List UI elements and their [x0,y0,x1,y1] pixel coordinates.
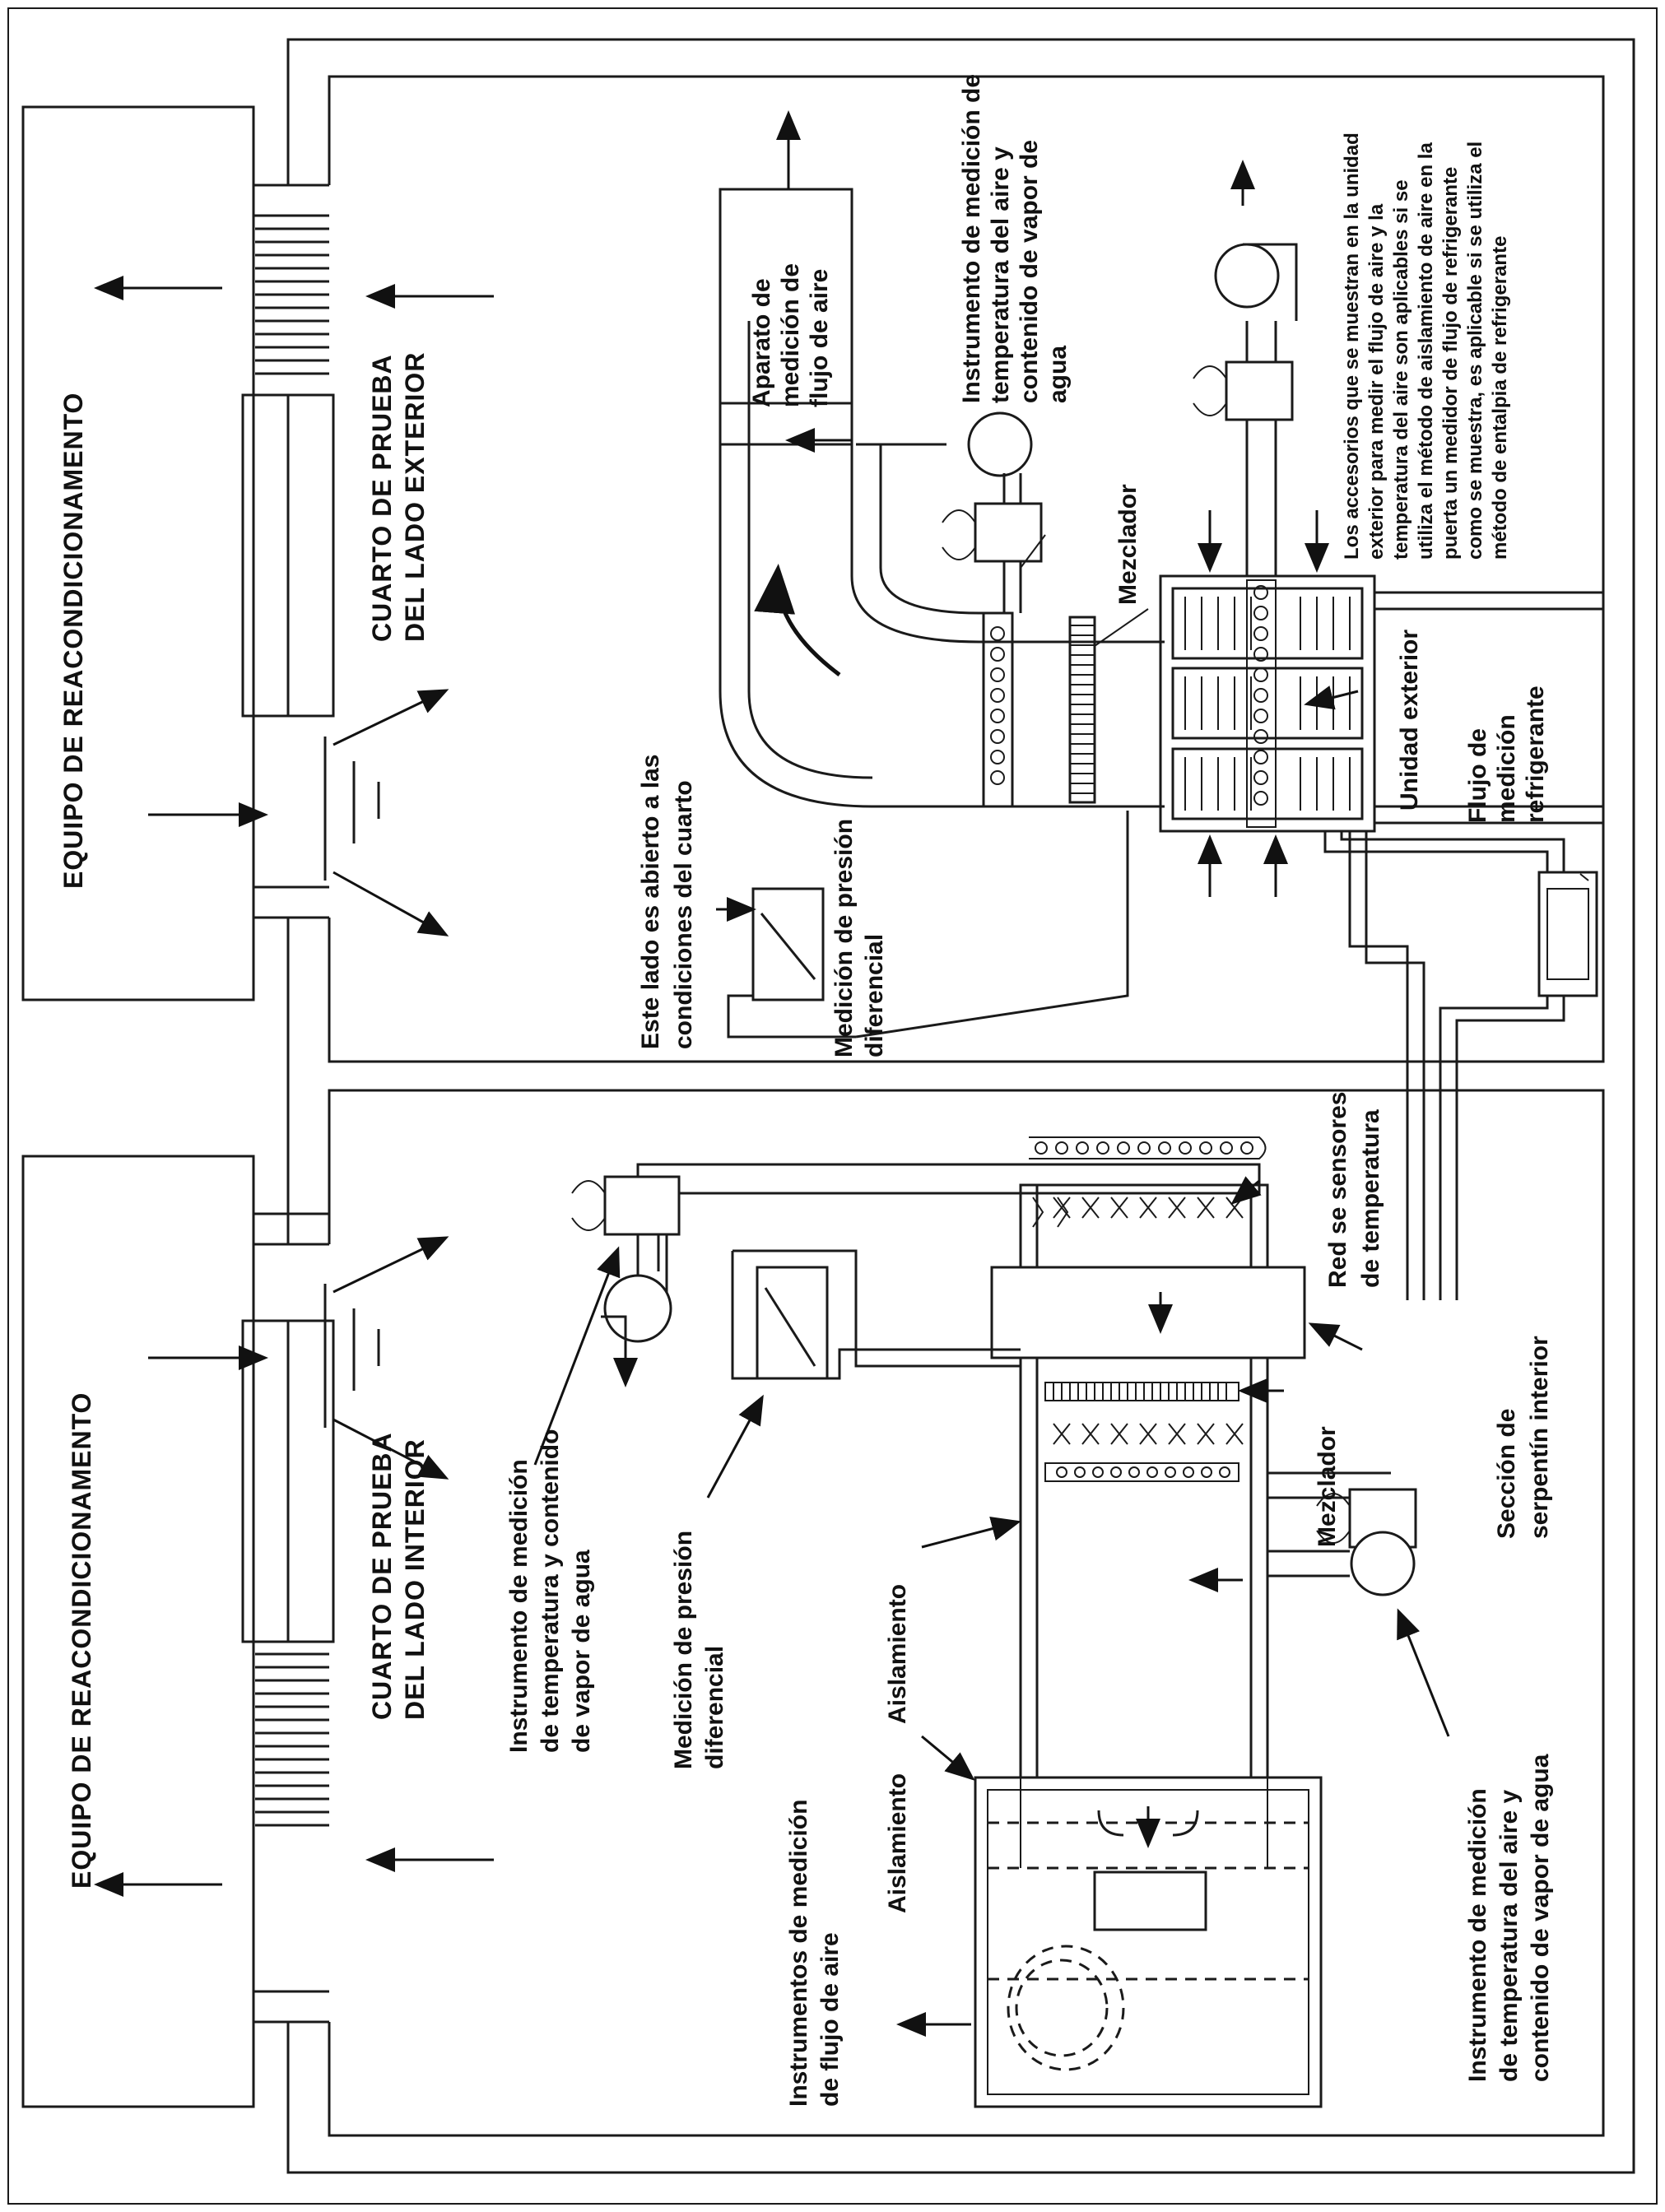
label-instr-top-3: contenido de vapor de [1016,140,1043,403]
label-accesorios-1: Los accesorios que se muestran en la uni… [1341,132,1363,560]
outer-frame [7,7,1658,2205]
airflow-measuring-chamber [974,1776,1323,2108]
label-accesorios-4: utiliza el método de aislamiento de aire… [1415,142,1437,560]
label-aislamiento-1: Aislamiento [884,1584,911,1724]
label-equipo-interior: EQUIPO DE REACONDICIONAMENTO [67,1392,96,1889]
label-instr-top-1: Instrumento de medición de [958,74,985,403]
label-instr-left-3: de vapor de agua [568,1550,595,1753]
label-instr-left-2: de temperatura y contenido [537,1429,564,1753]
label-cuarto-interior-1: CUARTO DE PRUEBA [367,1432,397,1720]
reconditioning-equipment-exterior [21,105,255,1001]
reconditioning-equipment-interior [21,1155,255,2108]
label-unidad-exterior: Unidad exterior [1396,630,1423,811]
label-cuarto-exterior-2: DEL LADO EXTERIOR [400,352,430,642]
label-flujo-ref-3: refrigerante [1522,685,1549,823]
refrigerant-flow-meter [1537,871,1598,997]
indoor-coil-section [990,1266,1306,1359]
sensor-exterior-duct [974,502,1043,563]
label-instr-top-2: temperatura del aire y [987,146,1014,403]
outdoor-unit [1159,574,1376,833]
pressure-meter-exterior [751,887,825,1001]
fan-exterior-duct [967,411,1033,477]
sensor-interior-return [603,1175,681,1236]
label-flujo-ref-2: medición [1493,714,1520,823]
label-accesorios-2: exterior para medir el flujo de aire y l… [1365,203,1388,560]
fan-outdoor-exhaust [1214,243,1280,309]
heater-coil-exterior [982,611,1014,808]
grille-interior [255,1652,329,1827]
label-aparato-2: medición de [777,263,804,407]
sensor-outdoor-exhaust [1225,360,1294,421]
label-presion-bottom-1: Medición de presión [670,1531,697,1769]
sensor-grid-top [1053,1197,1244,1219]
grille-exterior [255,214,329,375]
label-mezclador-top: Mezclador [1114,484,1142,605]
label-aparato-1: Aparato de [748,278,775,407]
label-aislamiento-2: Aislamiento [884,1773,911,1913]
interior-room-wall [328,1089,1605,2137]
sensor-grid-bottom [1053,1423,1244,1445]
label-accesorios-3: temperatura del aire son aplicables si s… [1390,179,1412,560]
label-flujo-ref-1: Flujo de [1464,728,1491,823]
return-duct-outer [719,321,1165,808]
label-accesorios-7: método de entalpia de refrigerante [1489,236,1511,560]
label-red-sensores-2: de temperatura [1357,1109,1384,1288]
mixer-interior [1044,1382,1239,1401]
label-instr-top-4: agua [1044,346,1072,403]
label-accesorios-5: puerta un medidor de flujo de refrigeran… [1439,167,1462,560]
label-cuarto-interior-2: DEL LADO INTERIOR [400,1438,430,1720]
label-instr-bottom-2: de temperatura del aire y [1495,1790,1523,2082]
label-mezclador-bottom: Mezclador [1314,1426,1341,1547]
label-este-lado-1: Este lado es abierto a las [637,755,664,1050]
label-red-sensores-1: Red se sensores [1324,1092,1351,1288]
mixer-exterior [1068,616,1096,804]
label-presion-bottom-2: diferencial [701,1646,728,1769]
outer-wall [286,38,1635,2174]
diffuser-exterior [323,737,380,881]
label-instr-bottom-1: Instrumento de medición [1464,1788,1491,2082]
pressure-meter-interior [756,1266,829,1380]
label-este-lado-2: condiciones del cuarto [670,780,697,1049]
exterior-room-wall [328,75,1605,1063]
label-presion-top-2: diferencial [861,934,888,1057]
label-instrumentos-2: de flujo de aire [816,1932,844,2107]
label-cuarto-exterior-1: CUARTO DE PRUEBA [367,354,397,642]
label-aparato-3: flujo de aire [806,269,833,407]
label-seccion-2: serpentín interior [1526,1336,1553,1539]
label-instrumentos-1: Instrumentos de medición [785,1800,812,2107]
fan-interior-supply [1350,1531,1416,1596]
label-instr-left-1: Instrumento de medición [505,1459,533,1753]
nozzle-plate [1093,1870,1207,1931]
fan-interior-return [603,1274,672,1343]
label-instr-bottom-3: contenido de vapor de agua [1527,1754,1554,2082]
label-seccion-1: Sección de [1493,1409,1520,1539]
label-presion-top-1: Medición de presión [830,819,858,1057]
label-equipo-exterior: EQUIPO DE REACONDICIONAMENTO [58,393,88,889]
label-accesorios-6: como se muestra, es aplicable si se util… [1464,142,1486,560]
diffuser-interior [323,1284,380,1428]
sensor-interior-supply [1348,1488,1417,1549]
